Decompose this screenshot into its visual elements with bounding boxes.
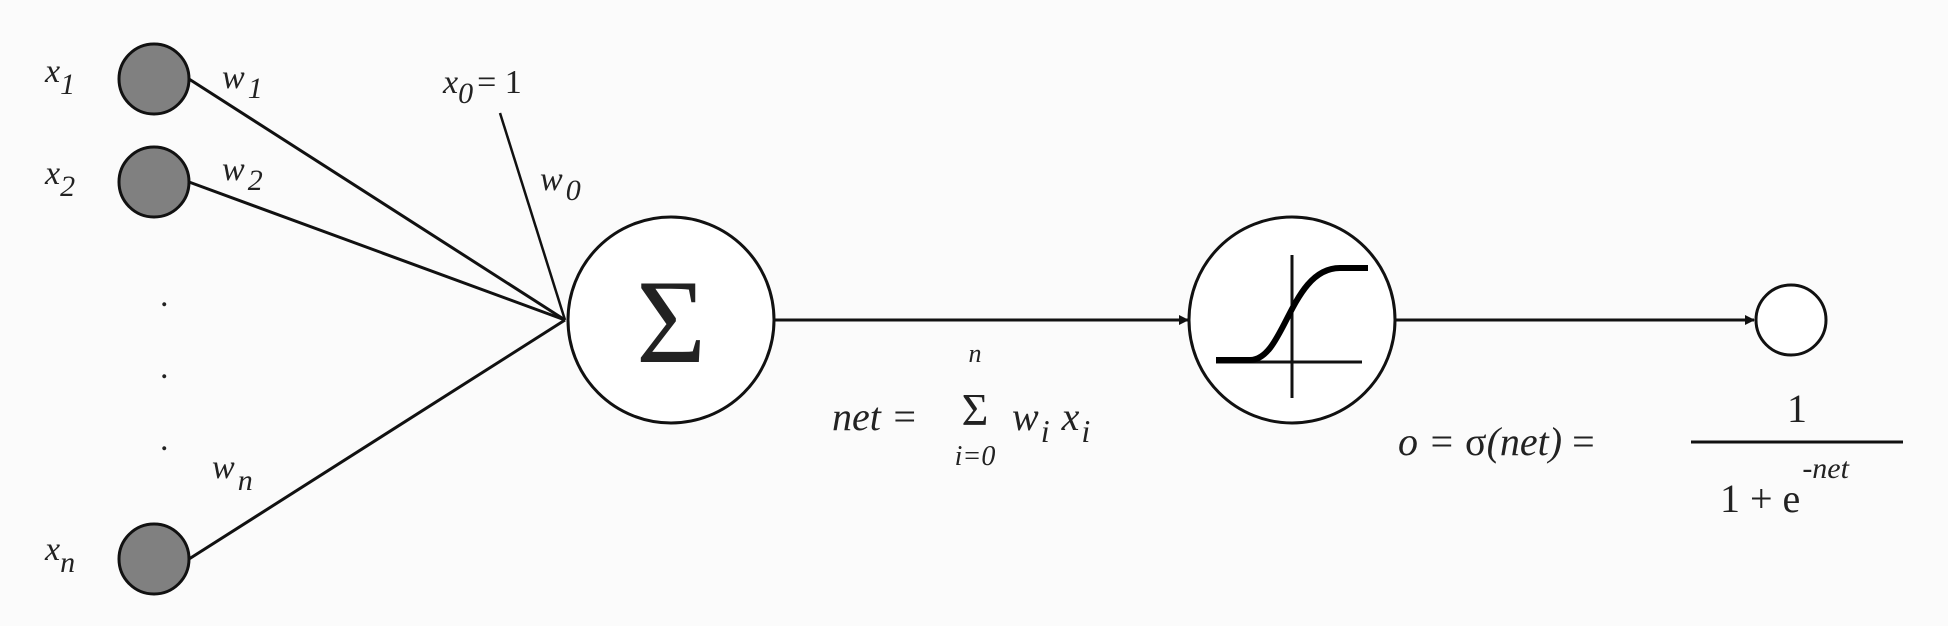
input-node-x2 xyxy=(117,145,191,219)
edge-x1 xyxy=(188,77,566,322)
input-node-x1 xyxy=(117,42,191,116)
edge-xn xyxy=(188,318,566,561)
sigmoid-icon xyxy=(1216,255,1368,398)
fraction-numerator: 1 xyxy=(1787,386,1807,431)
input-label-x2: x2 xyxy=(44,155,75,203)
output-lhs: o = σ(net) = xyxy=(1398,419,1595,464)
net-upper-limit: n xyxy=(969,339,982,368)
input-node-xn xyxy=(117,522,191,596)
input-label-x1: x1 xyxy=(44,53,75,101)
ellipsis-dot: . xyxy=(160,349,169,386)
output-node xyxy=(1754,283,1828,357)
edge-bias xyxy=(498,112,567,321)
bias-label: x0= 1 xyxy=(442,64,522,110)
ellipsis-dot: . xyxy=(160,421,169,458)
output-formula: o = σ(net) = 1 1 + e-net xyxy=(1398,386,1903,521)
sum-symbol: Σ xyxy=(636,255,706,388)
input-label-xn: xn xyxy=(44,531,75,579)
ellipsis-dot: . xyxy=(160,277,169,314)
net-lhs: net = xyxy=(832,394,918,439)
edge-x2 xyxy=(188,180,566,322)
net-sigma: Σ xyxy=(962,384,989,435)
net-lower-limit: i=0 xyxy=(955,441,996,472)
fraction-denominator: 1 + e-net xyxy=(1720,452,1850,521)
